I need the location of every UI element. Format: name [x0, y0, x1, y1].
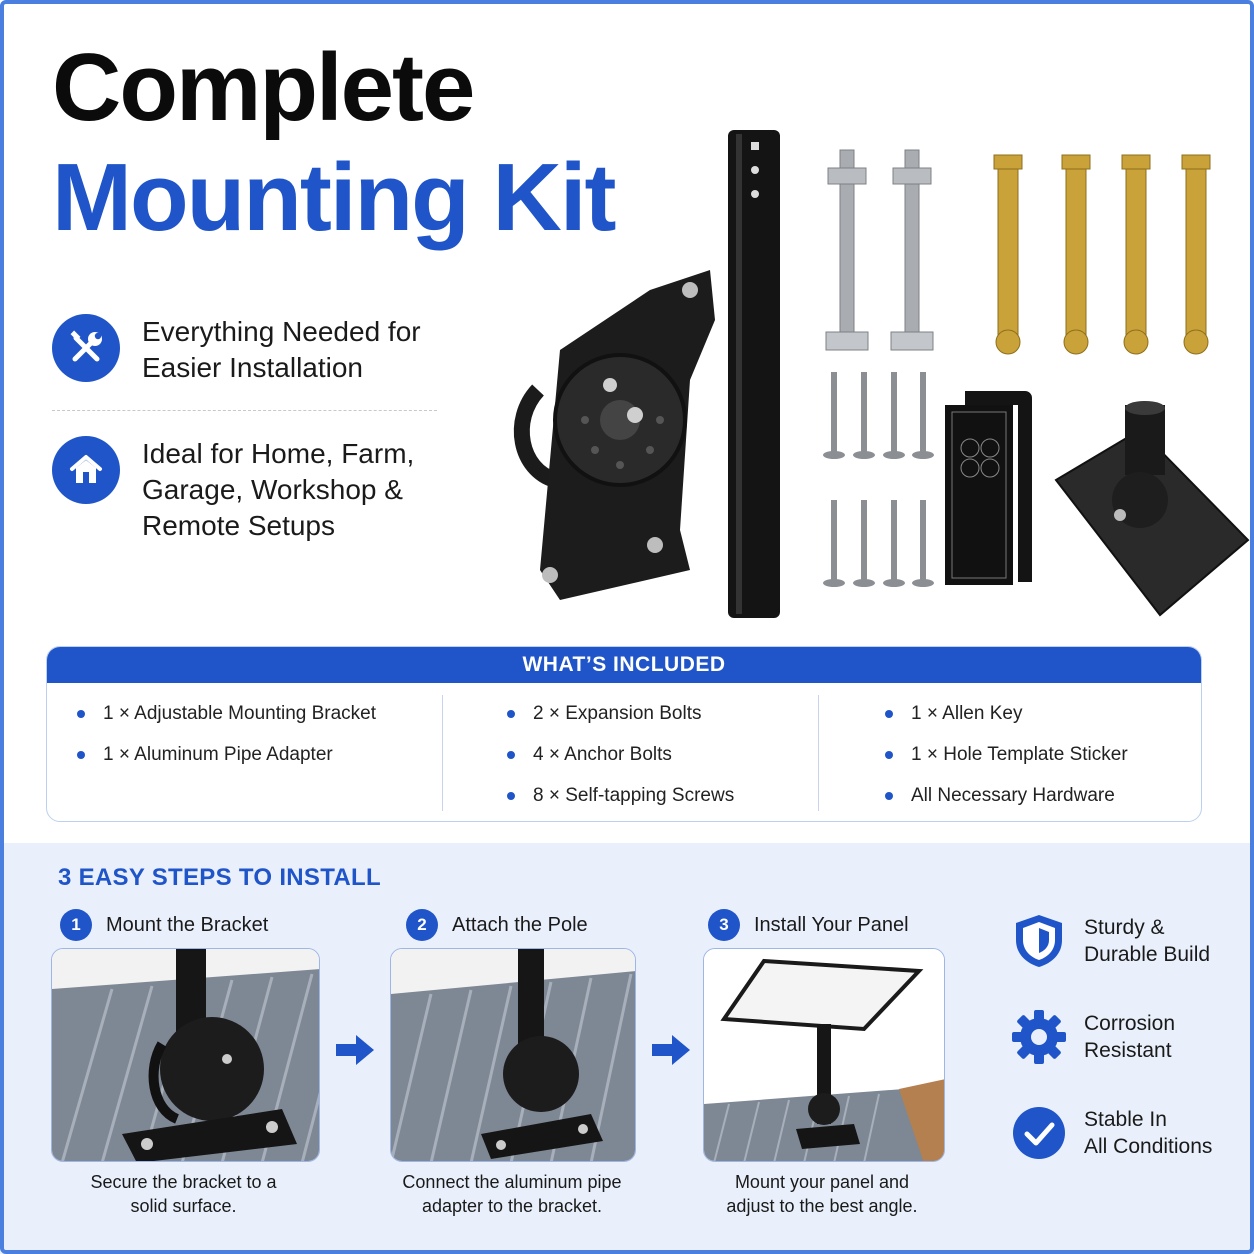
list-item: 4 × Anchor Bolts: [507, 734, 847, 775]
list-item: 2 × Expansion Bolts: [507, 693, 847, 734]
bullet-icon: [885, 750, 893, 759]
list-item: 1 × Allen Key: [885, 693, 1185, 734]
step-label: Install Your Panel: [754, 913, 909, 936]
badge-sturdy: Sturdy & Durable Build: [1010, 912, 1210, 970]
list-item: 1 × Aluminum Pipe Adapter: [77, 734, 437, 775]
feature-ideal-for: Ideal for Home, Farm, Garage, Workshop &…: [52, 436, 414, 544]
list-item: 1 × Adjustable Mounting Bracket: [77, 693, 437, 734]
feature-divider: [52, 410, 437, 411]
page-title-line2: Mounting Kit: [52, 144, 616, 251]
included-column-1: 1 × Adjustable Mounting Bracket 1 × Alum…: [77, 693, 437, 813]
allen-key-image: [965, 391, 1032, 582]
feature-text-line: Remote Setups: [142, 510, 335, 541]
step-label: Attach the Pole: [452, 913, 588, 936]
step-1-header: 1 Mount the Bracket: [60, 909, 268, 941]
feature-text-line: Everything Needed for: [142, 316, 421, 347]
gear-icon: [1010, 1008, 1068, 1066]
badge-stable: Stable In All Conditions: [1010, 1104, 1212, 1162]
bullet-icon: [885, 709, 893, 718]
column-divider: [818, 695, 819, 811]
bullet-icon: [77, 709, 85, 718]
included-column-3: 1 × Allen Key 1 × Hole Template Sticker …: [885, 693, 1185, 813]
list-item: 1 × Hole Template Sticker: [885, 734, 1185, 775]
bullet-icon: [507, 709, 515, 718]
hero-section: Complete Mounting Kit Everything Needed …: [52, 34, 1250, 618]
step-2-image: [390, 948, 636, 1162]
self-tapping-screws-image: [823, 372, 934, 587]
step-number-badge: 3: [708, 909, 740, 941]
list-item: All Necessary Hardware: [885, 775, 1185, 816]
step-number-badge: 1: [60, 909, 92, 941]
adjustable-bracket-image: [513, 270, 715, 600]
feature-text-line: Easier Installation: [142, 352, 364, 383]
feature-everything-needed: Everything Needed for Easier Installatio…: [52, 314, 421, 386]
arrow-right-icon: [336, 1035, 374, 1065]
page-title-line1: Complete: [52, 34, 475, 141]
list-item: 8 × Self-tapping Screws: [507, 775, 847, 816]
step-1-image: [51, 948, 320, 1162]
bullet-icon: [77, 750, 85, 759]
anchor-bolts-image: [993, 154, 1211, 355]
step-3-caption: Mount your panel and adjust to the best …: [726, 1172, 918, 1216]
included-column-2: 2 × Expansion Bolts 4 × Anchor Bolts 8 ×…: [507, 693, 847, 813]
arrow-right-icon: [652, 1035, 690, 1065]
expansion-bolts-image: [825, 149, 934, 351]
step-1-caption: Secure the bracket to a solid surface.: [90, 1172, 277, 1216]
aluminum-pipe-image: [728, 130, 780, 618]
step-label: Mount the Bracket: [106, 913, 269, 936]
product-kit-illustration: [513, 130, 1250, 618]
feature-text-line: Garage, Workshop &: [142, 474, 403, 505]
bullet-icon: [885, 791, 893, 800]
base-bracket-image: [1054, 401, 1250, 617]
step-2-caption: Connect the aluminum pipe adapter to the…: [402, 1172, 622, 1216]
hole-template-sticker-image: [945, 405, 1013, 585]
home-icon: [52, 436, 120, 504]
tools-icon: [52, 314, 120, 382]
whats-included-title: WHAT’S INCLUDED: [47, 647, 1201, 683]
step-3-image: [703, 948, 945, 1162]
shield-icon: [1010, 912, 1068, 970]
badge-corrosion: Corrosion Resistant: [1010, 1008, 1175, 1066]
bullet-icon: [507, 750, 515, 759]
steps-title: 3 EASY STEPS TO INSTALL: [58, 864, 381, 891]
step-number-badge: 2: [406, 909, 438, 941]
check-circle-icon: [1010, 1104, 1068, 1162]
bullet-icon: [507, 791, 515, 800]
column-divider: [442, 695, 443, 811]
step-3-header: 3 Install Your Panel: [708, 909, 909, 941]
feature-text-line: Ideal for Home, Farm,: [142, 438, 415, 469]
whats-included-box: WHAT’S INCLUDED 1 × Adjustable Mounting …: [46, 646, 1202, 822]
step-2-header: 2 Attach the Pole: [406, 909, 588, 941]
